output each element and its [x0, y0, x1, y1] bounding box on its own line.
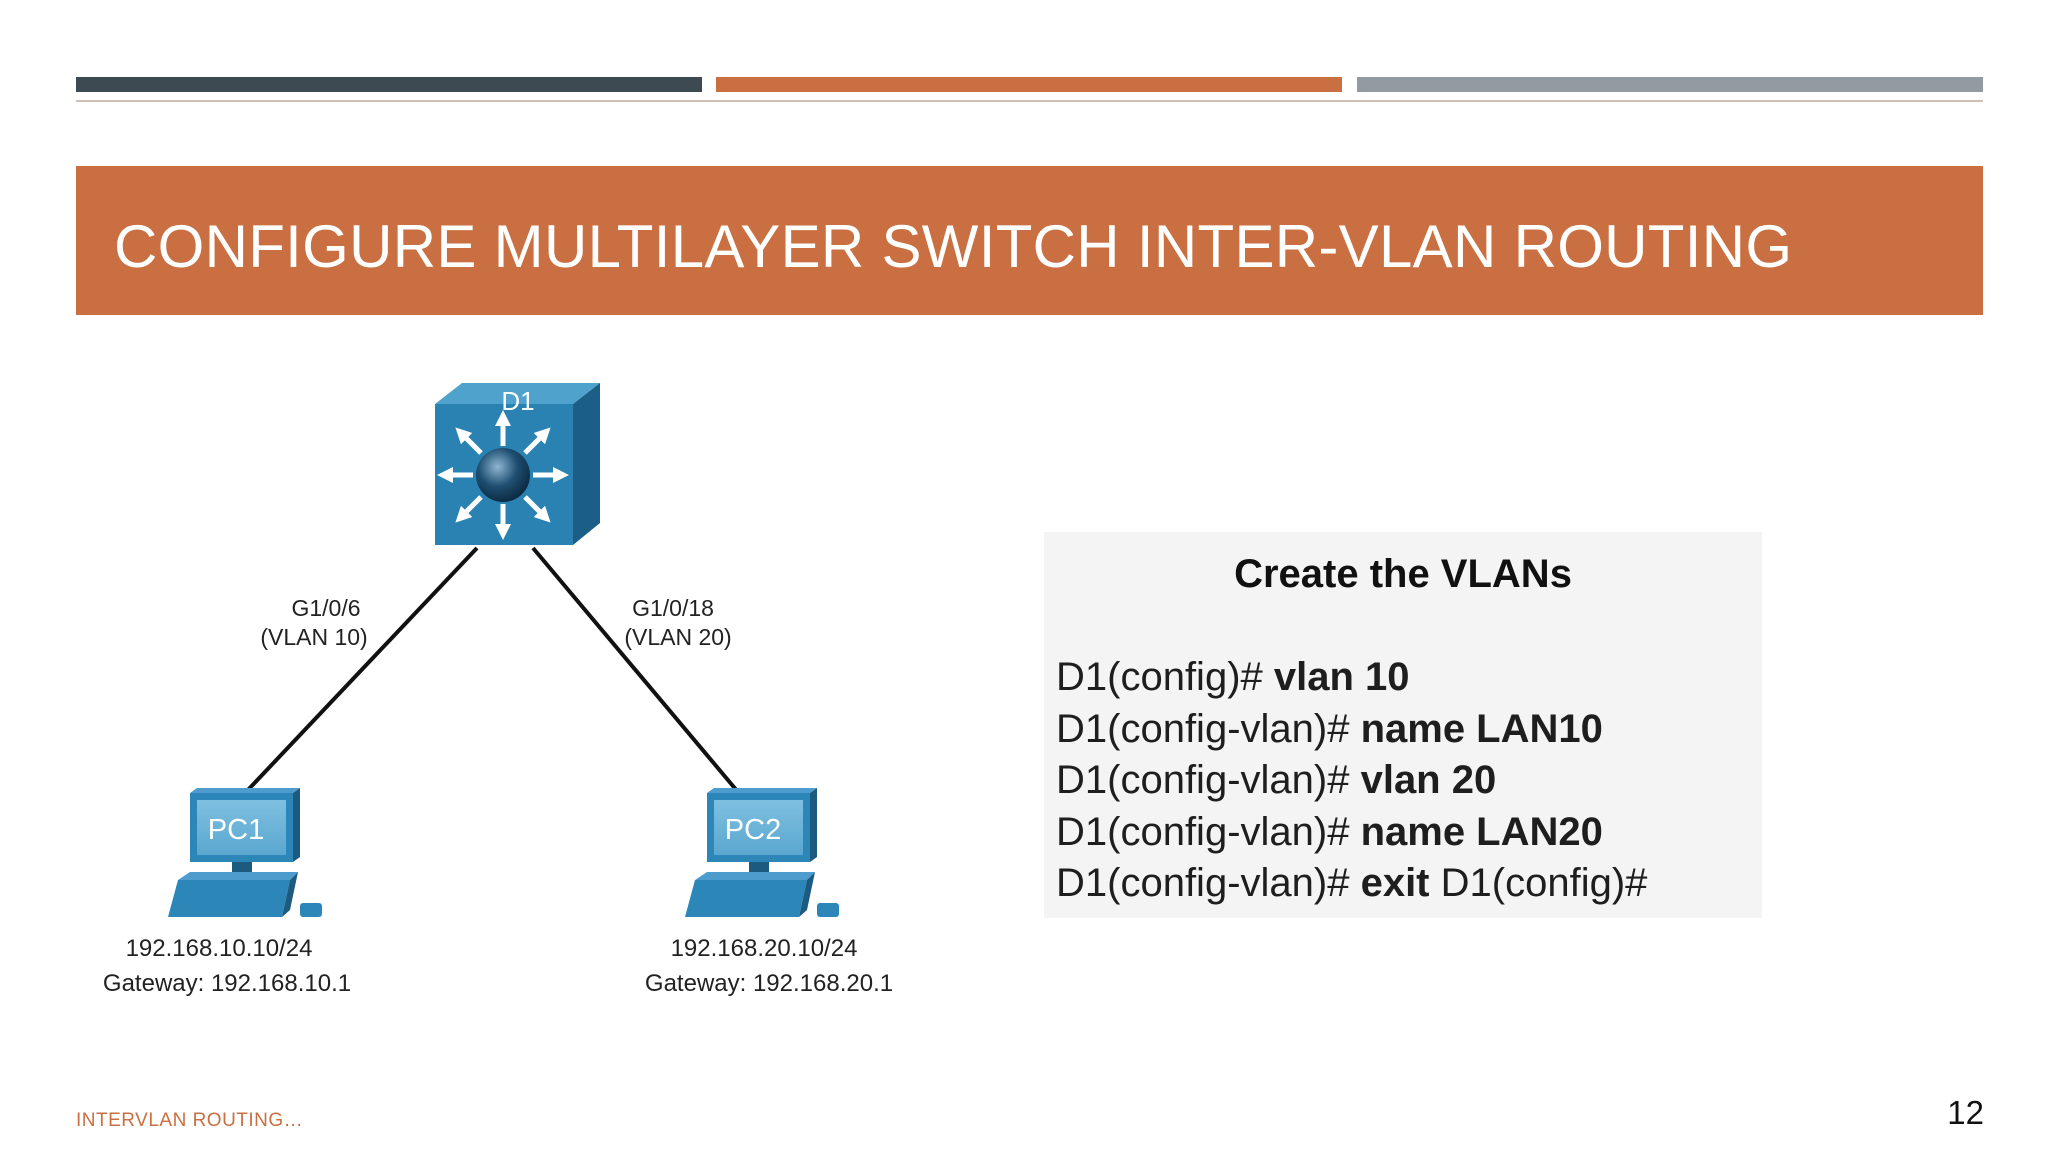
pc-icon	[168, 788, 322, 917]
cli-prompt: D1(config-vlan)#	[1056, 706, 1361, 751]
header-rule	[76, 100, 1983, 102]
config-line: D1(config-vlan)# vlan 20	[1056, 755, 1647, 807]
link-vlan-label: (VLAN 20)	[624, 624, 731, 650]
host-ip: 192.168.10.10/24	[126, 935, 313, 962]
link-vlan-label: (VLAN 10)	[260, 624, 367, 650]
link-port-label: G1/0/6	[291, 595, 360, 621]
config-line: D1(config-vlan)# name LAN20	[1056, 807, 1647, 859]
page-number: 12	[1947, 1094, 1984, 1131]
title-band: CONFIGURE MULTILAYER SWITCH INTER-VLAN R…	[76, 166, 1983, 315]
cli-prompt: D1(config-vlan)#	[1056, 861, 1361, 905]
config-line: D1(config)# vlan 10	[1056, 652, 1647, 704]
config-command-list: D1(config)# vlan 10 D1(config-vlan)# nam…	[1056, 652, 1647, 910]
host-gateway: Gateway: 192.168.20.1	[645, 970, 893, 997]
config-line: D1(config-vlan)# name LAN10	[1056, 704, 1647, 756]
switch-label: D1	[501, 386, 534, 416]
pc-icon	[685, 788, 839, 917]
accent-bar-gray	[1357, 77, 1983, 92]
cli-command: vlan 20	[1360, 758, 1497, 802]
footer-text: INTERVLAN ROUTING…	[76, 1110, 304, 1131]
host-gateway: Gateway: 192.168.10.1	[103, 970, 351, 997]
cli-prompt: D1(config-vlan)#	[1056, 758, 1361, 802]
host-ip: 192.168.20.10/24	[671, 935, 858, 962]
link-port-label: G1/0/18	[632, 595, 714, 621]
slide-title: CONFIGURE MULTILAYER SWITCH INTER-VLAN R…	[114, 213, 1793, 280]
cli-tail: D1(config)#	[1429, 861, 1648, 905]
link-d1-pc1	[244, 546, 479, 794]
accent-bar-orange	[716, 77, 1342, 92]
cli-command: name LAN20	[1360, 809, 1603, 854]
cli-command: exit	[1360, 861, 1430, 905]
config-heading: Create the VLANs	[1234, 552, 1572, 596]
cli-prompt: D1(config-vlan)#	[1056, 809, 1361, 854]
host-label: PC2	[725, 814, 781, 846]
config-code-box: Create the VLANs D1(config)# vlan 10 D1(…	[1044, 532, 1762, 918]
accent-bar-dark	[76, 77, 702, 92]
host-label: PC1	[208, 814, 264, 846]
cli-command: name LAN10	[1360, 706, 1603, 751]
cli-command: vlan 10	[1273, 655, 1410, 699]
cli-prompt: D1(config)#	[1056, 655, 1274, 699]
link-d1-pc2	[531, 546, 740, 794]
config-line: D1(config-vlan)# exit D1(config)#	[1056, 858, 1647, 910]
multilayer-switch-icon	[435, 383, 600, 545]
